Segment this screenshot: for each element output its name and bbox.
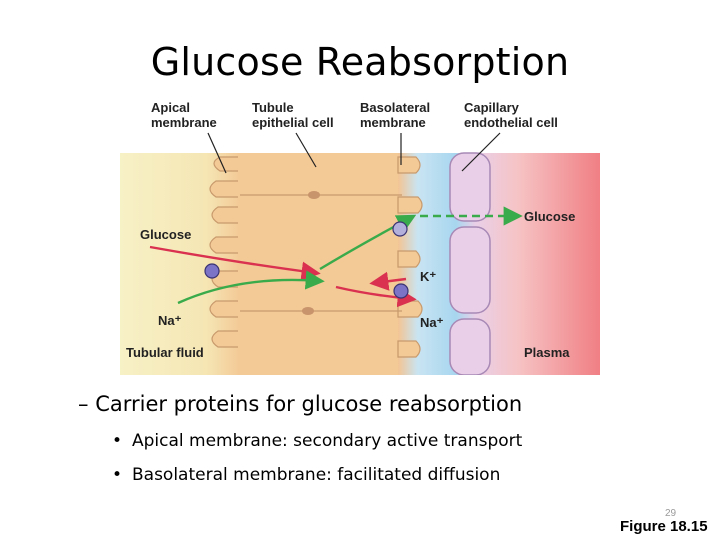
- label-capillary-endothelial-cell: Capillary endothelial cell: [464, 100, 558, 130]
- label-tubular-fluid: Tubular fluid: [126, 345, 204, 360]
- sglt-carrier-protein: [204, 263, 220, 279]
- label-pointers: [207, 132, 501, 174]
- cell-junctions: [240, 194, 402, 312]
- slide-title: Glucose Reabsorption: [150, 40, 570, 84]
- sub-bullet-text: Basolateral membrane: facilitated diffus…: [132, 465, 501, 485]
- diagram-canvas: [120, 132, 600, 375]
- capillary-endothelial-cells: [449, 152, 491, 375]
- bullet-dot: •: [112, 431, 123, 451]
- apical-microvilli: [209, 156, 241, 348]
- sub-bullet-apical: • Apical membrane: secondary active trans…: [112, 431, 522, 451]
- dash-marker: –: [78, 392, 89, 416]
- sodium-arrow-basolateral: [335, 285, 417, 308]
- label-glucose-lumen: Glucose: [140, 227, 192, 242]
- tubule-epithelial-cell: [238, 153, 398, 375]
- sub-bullet-text: Apical membrane: secondary active transp…: [132, 431, 523, 451]
- glut-carrier-protein: [392, 221, 408, 237]
- bullet-dot: •: [112, 465, 123, 485]
- label-basolateral-membrane: Basolateral membrane: [360, 100, 431, 130]
- sub-bullet-basolateral: • Basolateral membrane: facilitated diffu…: [112, 465, 500, 485]
- label-sodium-interstitial: Na⁺: [420, 315, 444, 330]
- potassium-arrow: [369, 271, 407, 291]
- tight-junctions: [302, 191, 320, 315]
- label-potassium: K⁺: [420, 269, 437, 284]
- label-apical-membrane: Apical membrane: [151, 100, 217, 130]
- page-number: 29: [665, 508, 677, 519]
- glucose-arrow-apical: [149, 245, 321, 281]
- label-tubule-epithelial-cell: Tubule epithelial cell: [252, 100, 334, 130]
- main-bullet: – Carrier proteins for glucose reabsorpt…: [78, 392, 522, 416]
- glucose-reabsorption-diagram: Apical membrane Tubule epithelial cell B…: [120, 95, 600, 375]
- sodium-arrow-apical: [177, 270, 325, 305]
- label-sodium-lumen: Na⁺: [158, 313, 182, 328]
- label-glucose-plasma: Glucose: [524, 209, 576, 224]
- label-plasma: Plasma: [524, 345, 570, 360]
- na-k-pump: [393, 283, 409, 299]
- main-bullet-text: Carrier proteins for glucose reabsorptio…: [95, 392, 523, 416]
- figure-reference: Figure 18.15: [620, 518, 708, 535]
